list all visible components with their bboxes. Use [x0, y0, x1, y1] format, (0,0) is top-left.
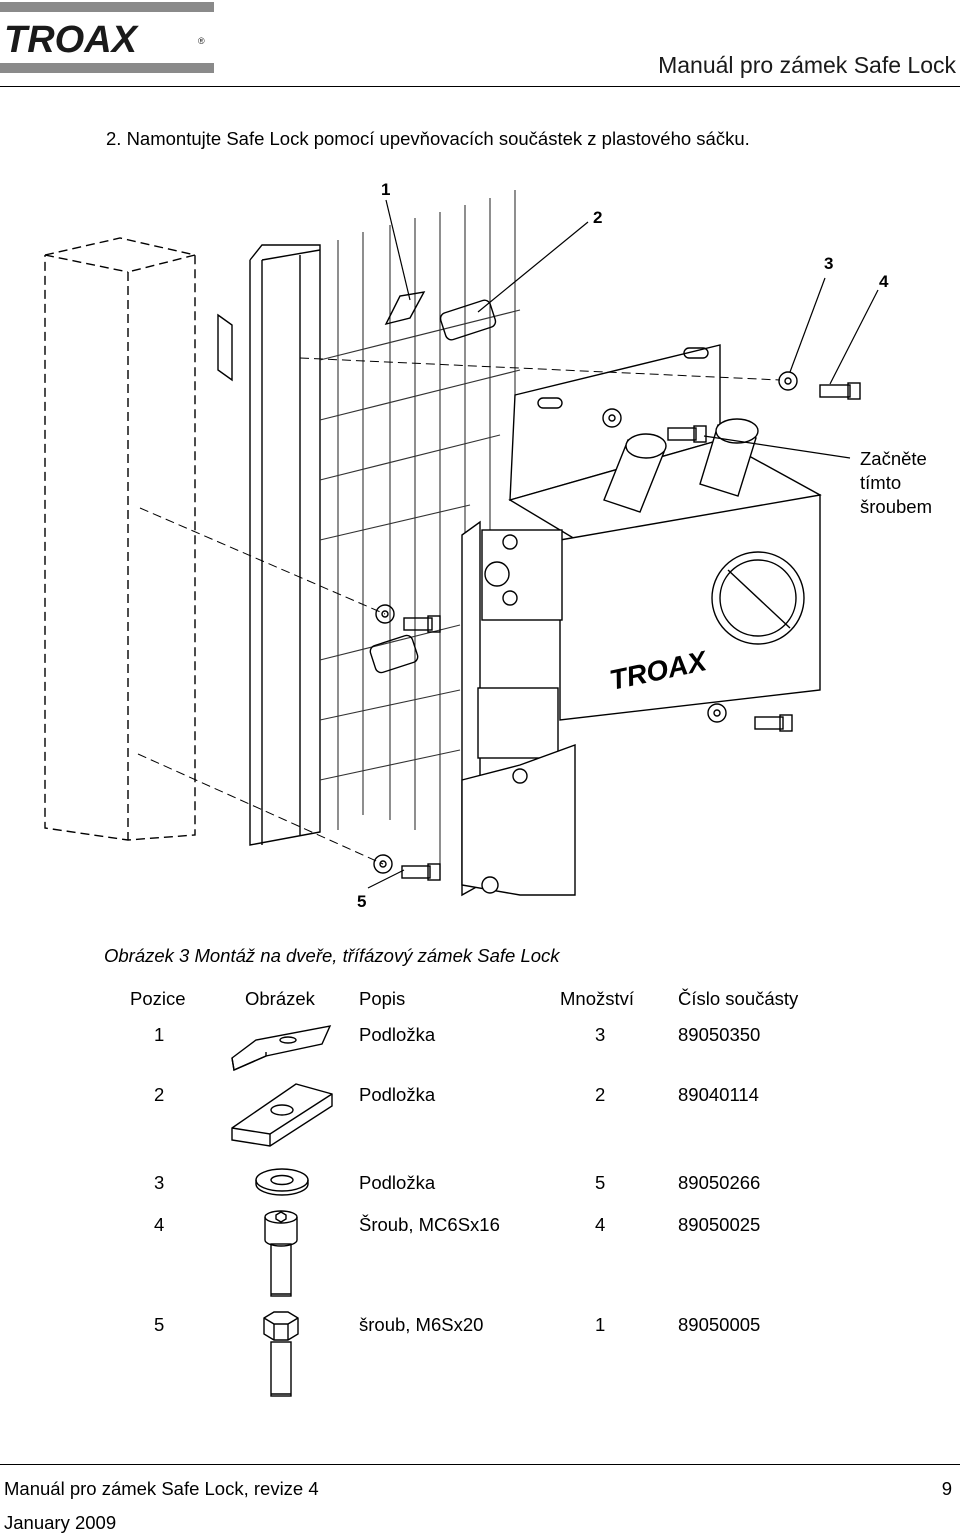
- footer-divider: [0, 1464, 960, 1465]
- row-4-position: 4: [154, 1214, 165, 1235]
- callout-2: 2: [593, 208, 603, 227]
- leader-lines: [367, 199, 879, 889]
- footer-date: January 2009: [4, 1512, 117, 1533]
- callout-3: 3: [824, 254, 834, 273]
- door-post-outline: [44, 237, 196, 841]
- switch-box: [461, 687, 576, 896]
- row-1-description: Podložka: [359, 1024, 436, 1045]
- row-2-position: 2: [154, 1084, 165, 1105]
- callout-4: 4: [879, 272, 889, 291]
- callout-5: 5: [357, 892, 367, 911]
- footer-page-number: 9: [941, 1478, 952, 1499]
- row-2-description: Podložka: [359, 1084, 436, 1105]
- col-header-image: Obrázek: [245, 988, 315, 1009]
- row-2-quantity: 2: [595, 1084, 606, 1105]
- row-1-part-number: 89050350: [678, 1024, 761, 1045]
- row-1-position: 1: [154, 1024, 165, 1045]
- round-washer-icon: [255, 1168, 309, 1196]
- instruction-step: 2. Namontujte Safe Lock pomocí upevňovac…: [106, 128, 750, 149]
- mounting-diagram: TROAX: [44, 190, 879, 897]
- lock-cylinders: [603, 418, 759, 513]
- row-5-position: 5: [154, 1314, 165, 1335]
- footer-document-title: Manuál pro zámek Safe Lock, revize 4: [4, 1478, 319, 1499]
- troax-logo: TROAX ®: [0, 2, 214, 73]
- plate-washer-icon: [231, 1083, 333, 1147]
- col-header-quantity: Množství: [560, 988, 635, 1009]
- row-5-part-number: 89050005: [678, 1314, 761, 1335]
- row-3-description: Podložka: [359, 1172, 436, 1193]
- figure-caption: Obrázek 3 Montáž na dveře, třífázový zám…: [104, 945, 560, 966]
- loose-fasteners: [217, 291, 861, 881]
- col-header-description: Popis: [359, 988, 406, 1009]
- start-screw-note: Začněte tímto šroubem: [860, 448, 932, 517]
- row-4-part-number: 89050025: [678, 1214, 761, 1235]
- socket-screw-icon: [264, 1210, 298, 1297]
- row-5-description: šroub, M6Sx20: [359, 1314, 484, 1335]
- row-5-quantity: 1: [595, 1314, 606, 1335]
- row-3-position: 3: [154, 1172, 165, 1193]
- row-4-description: Šroub, MC6Sx16: [359, 1214, 500, 1235]
- row-1-quantity: 3: [595, 1024, 606, 1045]
- hex-bolt-icon: [263, 1311, 299, 1397]
- door-frame: [249, 244, 321, 846]
- header-divider: [0, 86, 960, 87]
- row-3-quantity: 5: [595, 1172, 606, 1193]
- logo-text: TROAX: [4, 19, 140, 61]
- col-header-position: Pozice: [130, 988, 186, 1009]
- angled-washer-icon: [231, 1025, 332, 1072]
- header-title: Manuál pro zámek Safe Lock: [658, 52, 956, 78]
- svg-text:®: ®: [198, 36, 205, 46]
- row-2-part-number: 89040114: [678, 1084, 759, 1105]
- row-3-part-number: 89050266: [678, 1172, 761, 1193]
- alignment-lines: [137, 357, 781, 865]
- callout-1: 1: [381, 180, 391, 199]
- col-header-part-number: Číslo součásty: [678, 988, 799, 1009]
- row-4-quantity: 4: [595, 1214, 606, 1235]
